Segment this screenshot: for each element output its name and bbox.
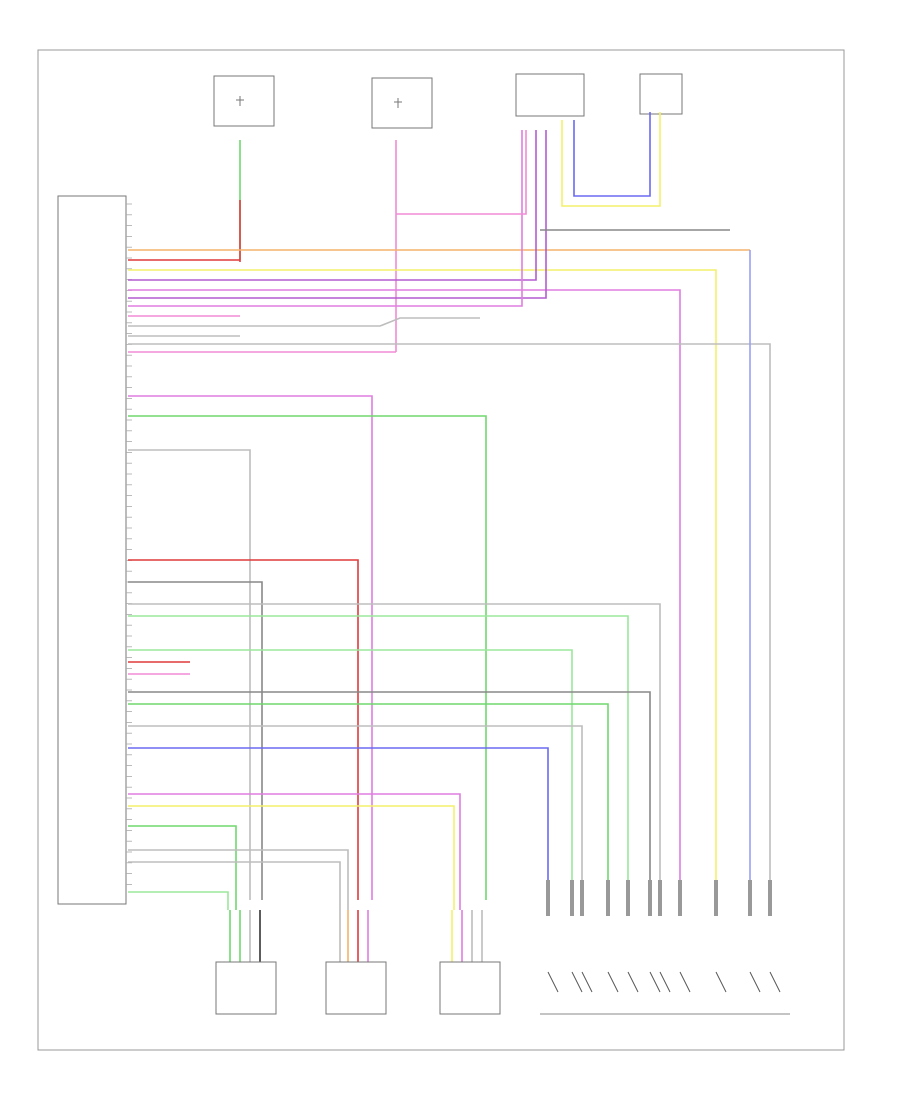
switch-contact [547, 971, 559, 993]
top-motor-right [639, 73, 683, 115]
wire [128, 861, 341, 910]
switch-pin [580, 880, 584, 916]
wire [128, 343, 771, 900]
wire [128, 415, 487, 900]
switch-contact [627, 971, 639, 993]
switch-contact [749, 971, 761, 993]
seat-control-module [57, 195, 127, 905]
wire [128, 825, 237, 910]
wire [128, 317, 480, 327]
switch-pin [714, 880, 718, 916]
wire [128, 289, 681, 900]
wire [573, 112, 651, 197]
wire [128, 805, 455, 910]
wire-harness [128, 112, 771, 962]
wire [128, 449, 251, 900]
switch-contact [659, 971, 671, 993]
bottom-switch-2 [325, 961, 387, 1015]
wire [128, 649, 573, 900]
switch-pin [648, 880, 652, 916]
wire [128, 395, 373, 900]
top-motor-left [515, 73, 585, 117]
wire [128, 793, 461, 910]
wire [128, 559, 359, 900]
switch-contact [571, 971, 583, 993]
wire [128, 725, 583, 900]
switch-contact [649, 971, 661, 993]
wire [128, 691, 651, 900]
switch-contact [715, 971, 727, 993]
top-fuse-right [371, 77, 433, 129]
wire [128, 130, 537, 281]
wire [128, 747, 549, 900]
switch-pin [606, 880, 610, 916]
switch-pin [626, 880, 630, 916]
wire [128, 615, 629, 900]
diagram-frame [37, 49, 845, 1051]
switch-pin [546, 880, 550, 916]
switch-pin [570, 880, 574, 916]
wire [128, 269, 717, 900]
switch-contact [607, 971, 619, 993]
wire [128, 703, 609, 900]
wire [128, 130, 523, 307]
switch-contact [769, 971, 781, 993]
switch-contact [581, 971, 593, 993]
switch-contact [679, 971, 691, 993]
wire [128, 849, 349, 910]
wire [128, 581, 263, 900]
switch-pin [748, 880, 752, 916]
bottom-switch-1 [215, 961, 277, 1015]
bottom-switch-3 [439, 961, 501, 1015]
wire [561, 112, 661, 207]
switch-pin [768, 880, 772, 916]
wire [128, 891, 229, 910]
switch-pin [658, 880, 662, 916]
top-fuse-left [213, 75, 275, 127]
switch-pin [678, 880, 682, 916]
wire [396, 130, 527, 215]
seat-switch-bank [540, 880, 790, 1015]
wire [128, 130, 547, 299]
wire [128, 603, 661, 900]
